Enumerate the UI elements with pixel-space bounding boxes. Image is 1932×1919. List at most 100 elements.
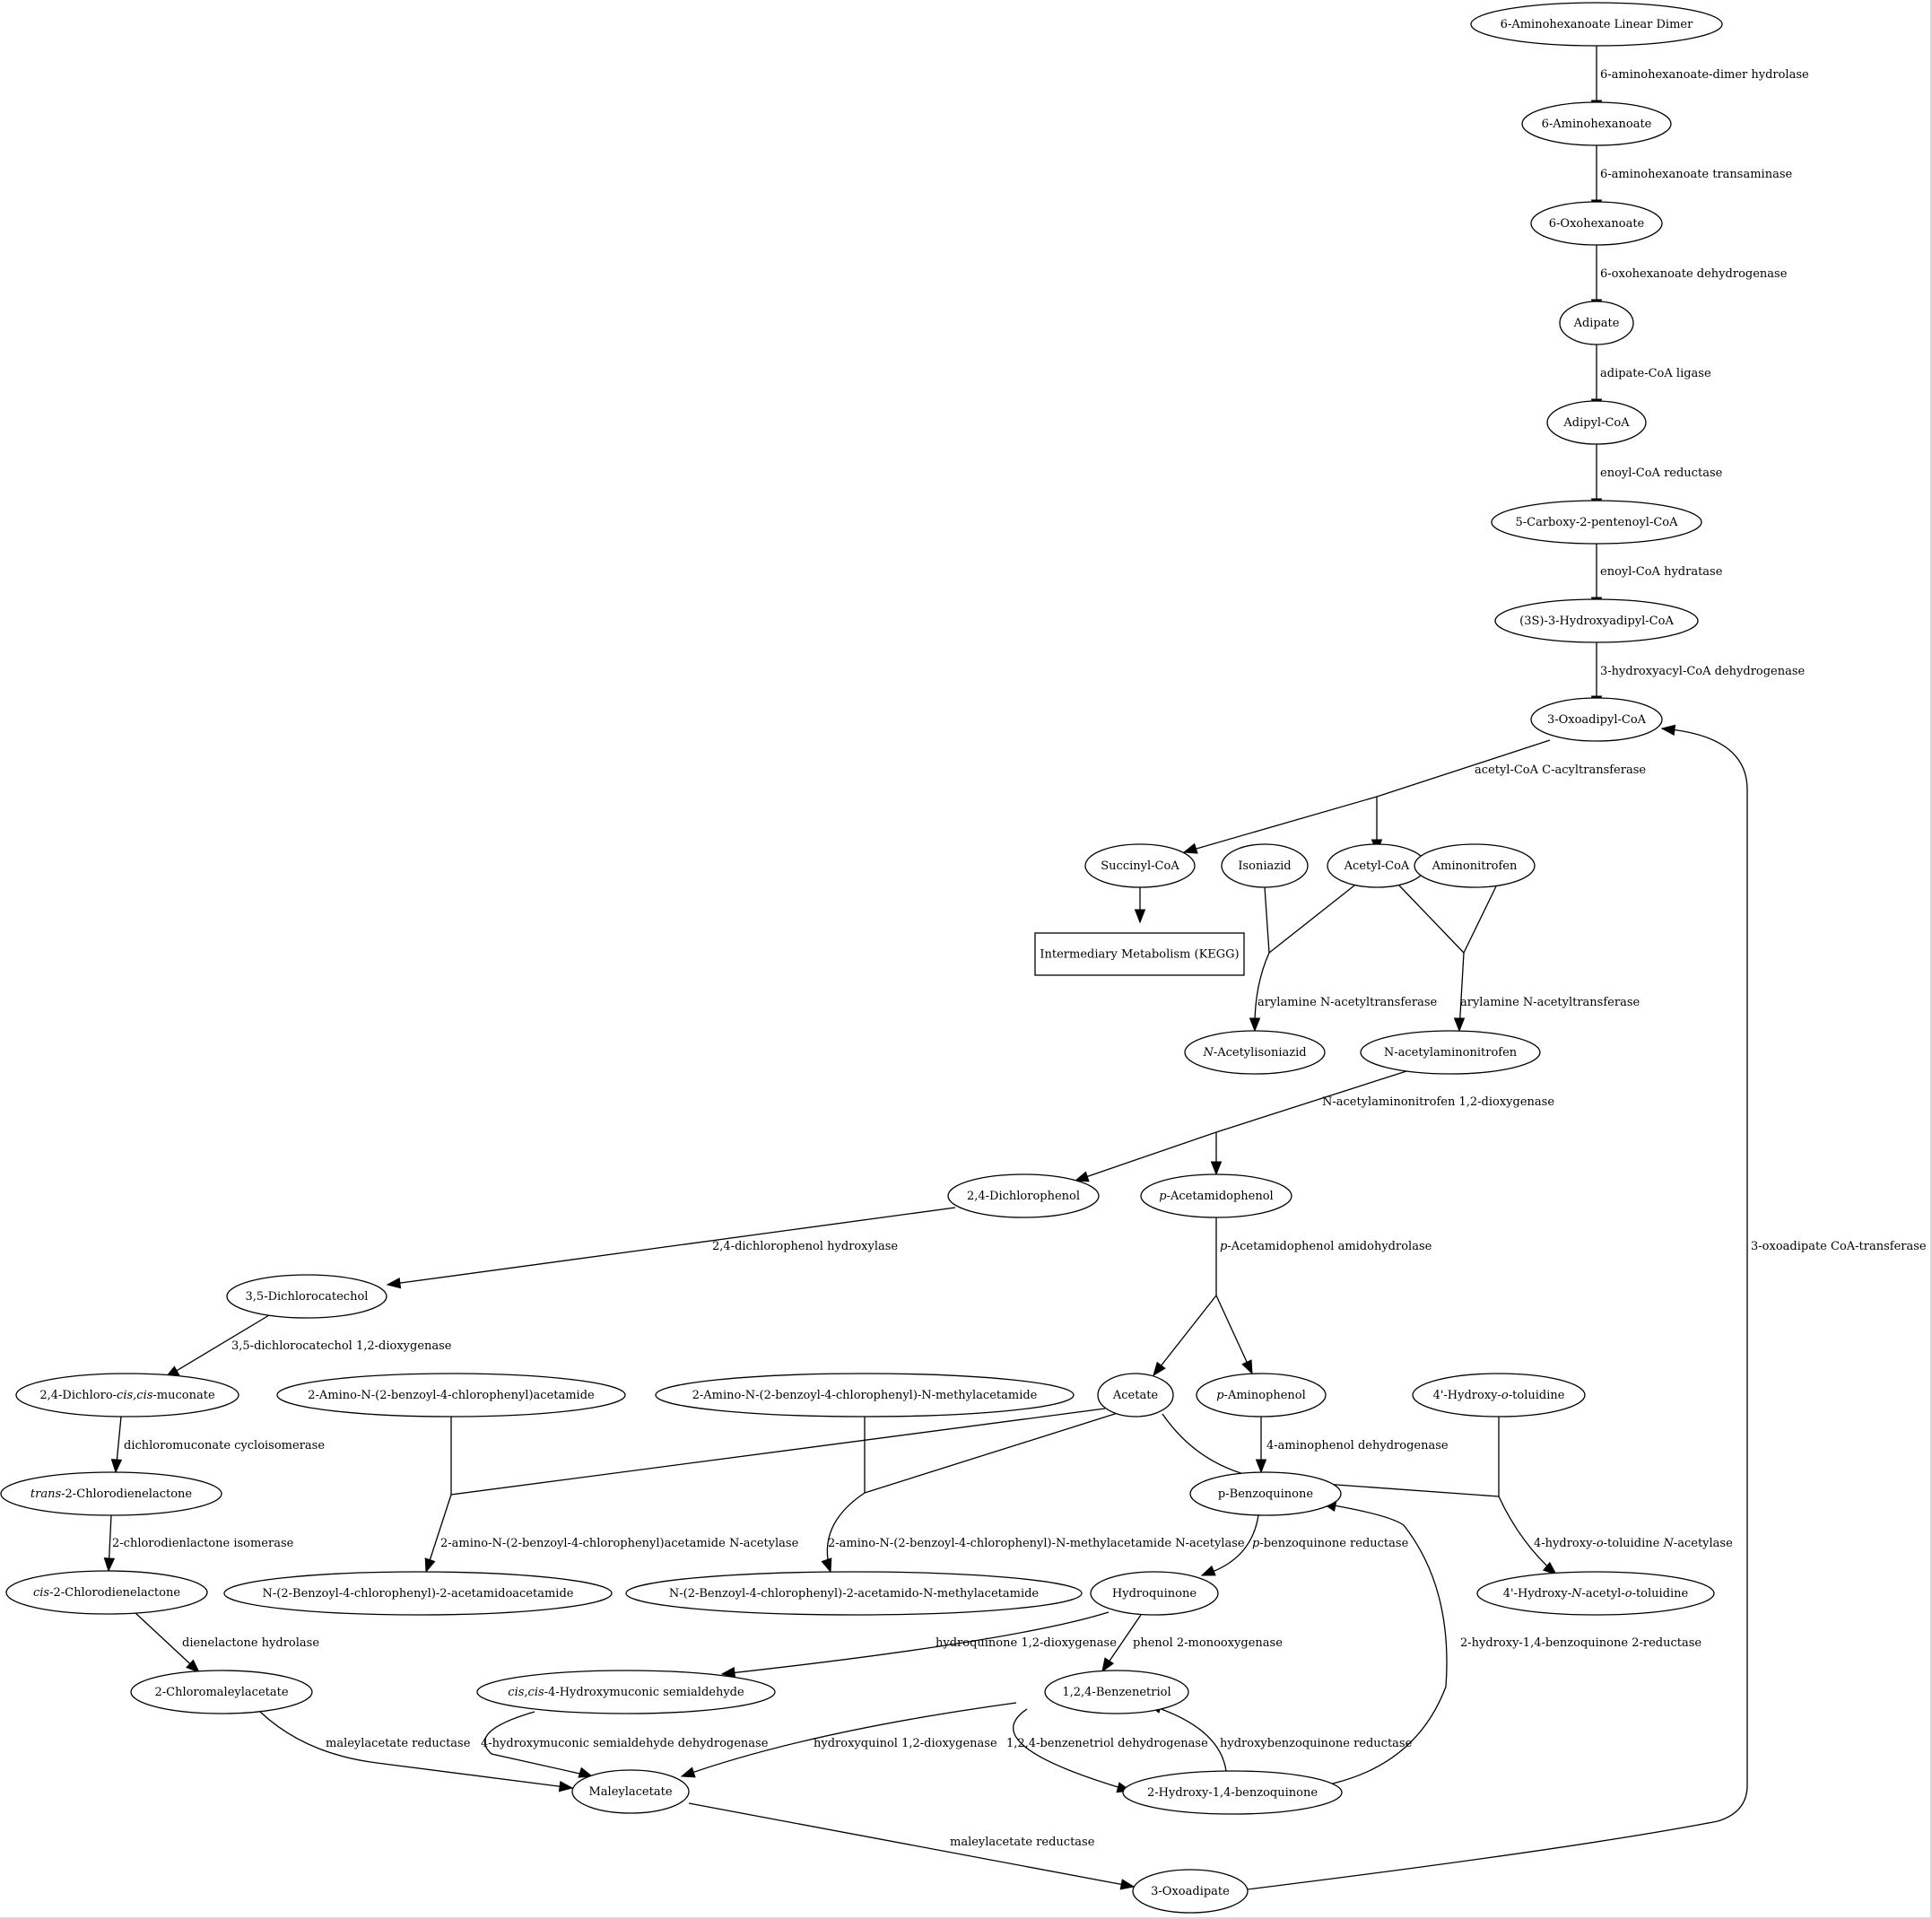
node-ellipse	[1360, 1030, 1541, 1075]
edge-line	[1183, 796, 1378, 853]
node-ellipse	[1494, 598, 1699, 643]
node-label: 6-Oxohexanoate	[1549, 217, 1645, 231]
node-oxoadipylcoa: 3-Oxoadipyl-CoA	[1530, 697, 1663, 742]
node-dcmuconate: 2,4-Dichloro-cis,cis-muconate	[15, 1373, 239, 1417]
node-label: trans-2-Chlorodienelactone	[30, 1487, 192, 1501]
arrowhead	[1101, 1657, 1115, 1673]
edge-label-hbq-2reductase: 2-hydroxy-1,4-benzoquinone 2-reductase	[1460, 1636, 1701, 1650]
node-ellipse	[1530, 697, 1663, 742]
node-acetate: Acetate	[1097, 1373, 1174, 1417]
edge-line	[1075, 1131, 1217, 1182]
node-label: N-(2-Benzoyl-4-chlorophenyl)-2-acetamido…	[263, 1587, 574, 1601]
node-dcp: 2,4-Dichlorophenol	[947, 1173, 1100, 1218]
edge-line	[1463, 885, 1497, 954]
edge-label-oxohex-dh: 6-oxohexanoate dehydrogenase	[1600, 267, 1788, 281]
node-ellipse	[1521, 101, 1672, 146]
edge-line	[864, 1412, 1118, 1494]
edge-label-benzenetriol-dh: 1,2,4-benzenetriol dehydrogenase	[1006, 1737, 1208, 1750]
node-label: Hydroquinone	[1112, 1587, 1197, 1601]
node-carboxy: 5-Carboxy-2-pentenoyl-CoA	[1491, 500, 1702, 545]
edge-label-hydroxyquinol-dioxygenase: hydroxyquinol 1,2-dioxygenase	[814, 1737, 997, 1750]
node-ellipse	[0, 1471, 222, 1516]
node-label: Maleylacetate	[588, 1785, 672, 1799]
edge-label-maleylacetate-reductase-1: maleylacetate reductase	[326, 1737, 471, 1750]
node-hmsa: cis,cis-4-Hydroxymuconic semialdehyde	[476, 1670, 776, 1714]
node-label: 2-Amino-N-(2-benzoyl-4-chlorophenyl)acet…	[308, 1389, 595, 1402]
node-ellipse	[226, 1274, 387, 1319]
node-label: Adipyl-CoA	[1562, 416, 1630, 430]
node-nbcaa: N-(2-Benzoyl-4-chlorophenyl)-2-acetamido…	[223, 1571, 613, 1616]
node-maleylacetate: Maleylacetate	[571, 1769, 690, 1814]
node-label: (3S)-3-Hydroxyadipyl-CoA	[1519, 615, 1674, 628]
node-label: 5-Carboxy-2-pentenoyl-CoA	[1515, 516, 1678, 529]
edge-line	[1376, 739, 1551, 798]
node-label: Acetyl-CoA	[1344, 859, 1410, 873]
edge-line	[826, 1492, 866, 1573]
node-ellipse	[130, 1670, 313, 1714]
edge-label-phenol-monooxygenase: phenol 2-monooxygenase	[1133, 1636, 1283, 1650]
node-ellipse	[1122, 1770, 1343, 1815]
node-label: Intermediary Metabolism (KEGG)	[1040, 947, 1239, 961]
node-ellipse	[1491, 500, 1702, 545]
edge-line	[681, 1702, 1017, 1777]
node-ellipse	[1414, 843, 1536, 888]
node-label: cis-2-Chlorodienelactone	[33, 1586, 180, 1600]
node-label: Isoniazid	[1238, 859, 1291, 873]
nodes: 6-Aminohexanoate Linear Dimer6-Aminohexa…	[0, 2, 1723, 1914]
edge-label-enoyl-reductase: enoyl-CoA reductase	[1600, 467, 1723, 480]
node-ellipse	[1132, 1869, 1249, 1914]
arrowhead	[424, 1557, 436, 1574]
node-label: 4'-Hydroxy-N-acetyl-o-toluidine	[1503, 1587, 1689, 1601]
arrowhead	[1255, 1459, 1267, 1474]
node-hotoluidine: 4'-Hydroxy-o-toluidine	[1412, 1373, 1586, 1417]
edge-line	[387, 1207, 956, 1286]
edge-label-dimer-hydrolase: 6-aminohexanoate-dimer hydrolase	[1600, 68, 1809, 82]
edge-line	[134, 1611, 200, 1673]
edge-line	[1498, 1496, 1557, 1575]
edge-label-hbq-reductase: hydroxybenzoquinone reductase	[1220, 1737, 1413, 1750]
arrowhead	[1453, 1017, 1466, 1033]
edge-label-maleylacetate-reductase-2: maleylacetate reductase	[950, 1836, 1095, 1849]
edge-label-adipate-ligase: adipate-CoA ligase	[1600, 367, 1711, 380]
edge-label-hydroxyacyl-dh: 3-hydroxyacyl-CoA dehydrogenase	[1600, 665, 1806, 678]
arrowhead	[103, 1557, 116, 1573]
node-label: p-Benzoquinone	[1218, 1487, 1313, 1501]
arrowhead	[1249, 1017, 1261, 1033]
edge-label-hq-dioxygenase: hydroquinone 1,2-dioxygenase	[936, 1636, 1117, 1650]
node-paminophenol: p-Aminophenol	[1196, 1373, 1327, 1417]
arrowhead	[1153, 1361, 1166, 1377]
node-acetylaminonitrofen: N-acetylaminonitrofen	[1360, 1030, 1541, 1075]
node-pacetamidophenol: p-Acetamidophenol	[1140, 1173, 1292, 1218]
node-oxohex: 6-Oxohexanoate	[1530, 201, 1663, 246]
node-label: N-Acetylisoniazid	[1202, 1046, 1306, 1060]
arrowhead	[1660, 724, 1676, 736]
edge-line	[450, 1408, 1106, 1496]
node-ellipse	[625, 1571, 1083, 1616]
node-label: N-acetylaminonitrofen	[1384, 1046, 1518, 1060]
node-label: 6-Aminohexanoate	[1542, 118, 1652, 131]
edge-label-pacetamidophenol-amidohydrolase: p-Acetamidophenol amidohydrolase	[1220, 1240, 1432, 1253]
node-chloromaleyl: 2-Chloromaleylacetate	[130, 1670, 313, 1714]
node-transcdl: trans-2-Chlorodienelactone	[0, 1471, 222, 1516]
edge-label-pbq-reductase: p-benzoquinone reductase	[1252, 1537, 1409, 1550]
node-ellipse	[1530, 201, 1663, 246]
node-hbq: 2-Hydroxy-1,4-benzoquinone	[1122, 1770, 1343, 1815]
edge-label-toluidine-acetylase: 4-hydroxy-o-toluidine N-acetylase	[1534, 1537, 1733, 1550]
right-border	[1930, 0, 1932, 1919]
node-oxoadipate: 3-Oxoadipate	[1132, 1869, 1249, 1914]
node-label: 2-Hydroxy-1,4-benzoquinone	[1147, 1786, 1318, 1800]
node-label: 4'-Hydroxy-o-toluidine	[1433, 1389, 1565, 1402]
edge-label-cycloisomerase: dichloromuconate cycloisomerase	[124, 1439, 325, 1452]
edges	[103, 46, 1748, 1890]
node-label: p-Acetamidophenol	[1159, 1190, 1273, 1203]
node-acetylcoa: Acetyl-CoA	[1327, 843, 1427, 888]
node-label: 2,4-Dichlorophenol	[967, 1190, 1080, 1203]
node-ellipse	[1084, 843, 1196, 888]
edge-label-hmsa-dh: 4-hydroxymuconic semialdehyde dehydrogen…	[481, 1737, 769, 1750]
edge-line	[1215, 1070, 1407, 1133]
edge-line	[165, 1314, 270, 1378]
node-ellipse	[1412, 1373, 1586, 1417]
arrowhead	[1119, 1879, 1136, 1890]
arrowhead	[186, 1659, 201, 1673]
